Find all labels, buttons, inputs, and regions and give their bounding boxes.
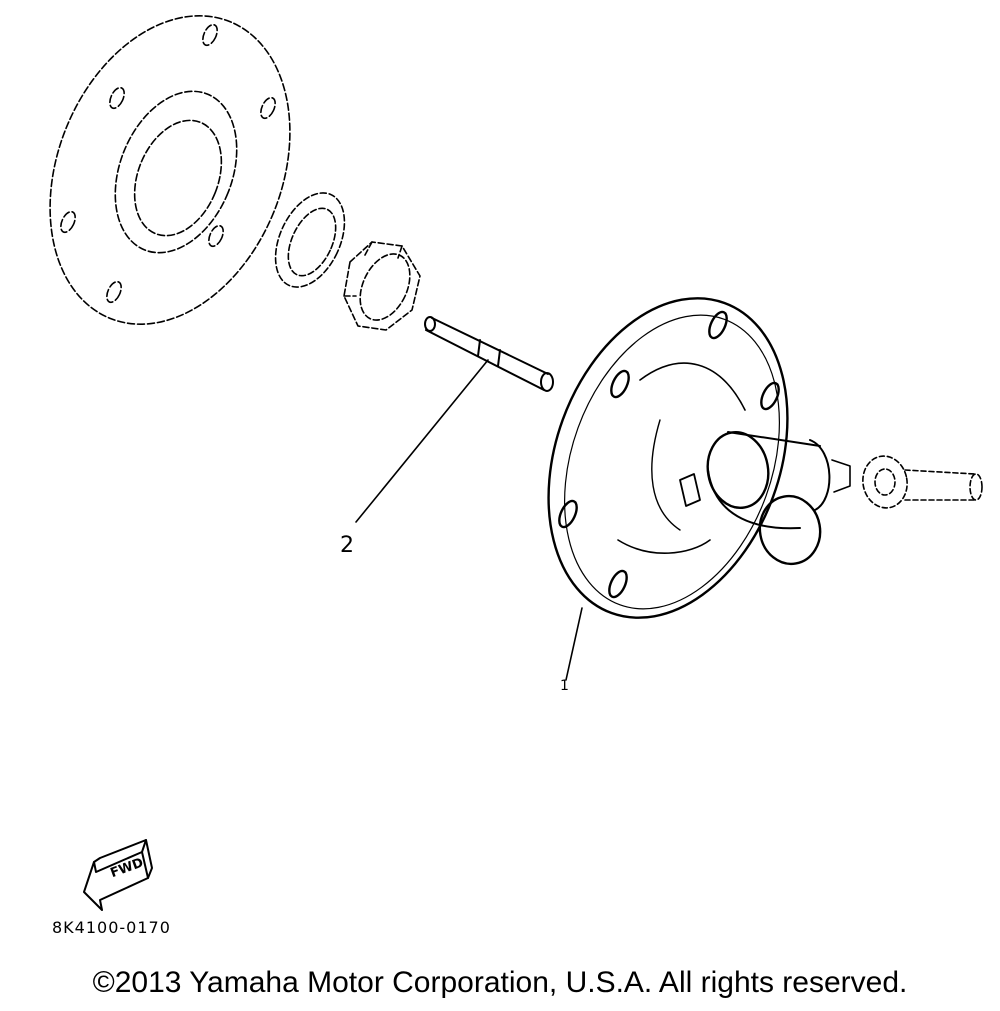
end-fitting-part: [862, 455, 983, 509]
callout-1: 1: [560, 678, 569, 694]
fwd-arrow-icon: [83, 839, 153, 911]
outer-flange-part: [49, 15, 291, 325]
drawing-code: 8K4100-0170: [52, 918, 171, 937]
washer-part: [274, 192, 346, 288]
callout-2: 2: [340, 533, 354, 558]
leader-line-1: [565, 607, 583, 681]
copyright-notice: ©2013 Yamaha Motor Corporation, U.S.A. A…: [92, 966, 908, 999]
pin-part: [424, 316, 554, 392]
leader-line-2: [355, 359, 489, 523]
hex-nut-part: [343, 241, 421, 331]
hub-flange-part: [547, 297, 851, 619]
